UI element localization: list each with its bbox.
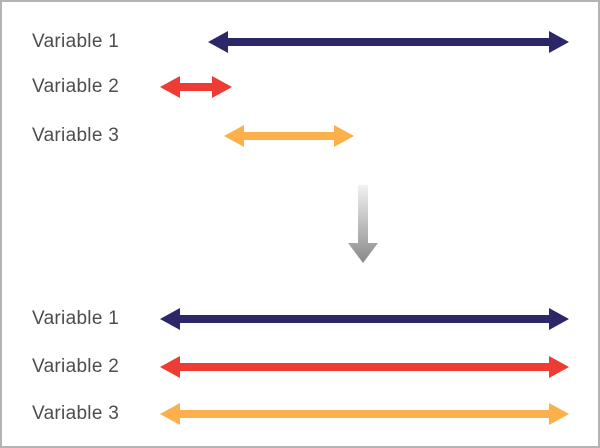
arrow-shaft <box>225 38 552 46</box>
variable-label: Variable 1 <box>32 31 120 52</box>
variable-label: Variable 1 <box>32 308 120 329</box>
arrow-shaft <box>177 315 552 323</box>
variable-label: Variable 2 <box>32 76 120 97</box>
arrow-left-head-icon <box>224 125 244 147</box>
arrow-shaft <box>177 83 215 91</box>
arrow-left-head-icon <box>160 403 180 425</box>
double-arrow <box>160 403 569 425</box>
double-arrow <box>160 308 569 330</box>
arrow-right-head-icon <box>549 308 569 330</box>
arrow-right-head-icon <box>549 356 569 378</box>
double-arrow <box>224 125 354 147</box>
arrow-shaft <box>177 410 552 418</box>
double-arrow <box>160 356 569 378</box>
arrow-left-head-icon <box>160 76 180 98</box>
double-arrow <box>208 31 569 53</box>
variable-label: Variable 3 <box>32 125 120 146</box>
arrow-right-head-icon <box>549 403 569 425</box>
arrow-left-head-icon <box>160 308 180 330</box>
arrow-right-head-icon <box>212 76 232 98</box>
arrow-right-head-icon <box>334 125 354 147</box>
arrow-left-head-icon <box>208 31 228 53</box>
down-arrow-icon <box>348 185 378 263</box>
arrow-shaft <box>241 132 337 140</box>
variable-label: Variable 3 <box>32 403 120 424</box>
arrow-left-head-icon <box>160 356 180 378</box>
arrow-right-head-icon <box>549 31 569 53</box>
arrow-shaft <box>177 363 552 371</box>
double-arrow <box>160 76 232 98</box>
variable-label: Variable 2 <box>32 356 120 377</box>
